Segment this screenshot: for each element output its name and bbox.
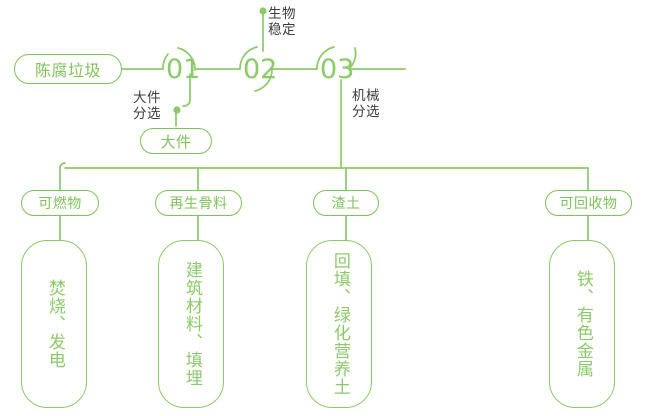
stage-number-02: 02 [243,54,278,85]
arc-stage2-bottom [254,68,273,92]
node-destination-combustible[interactable]: 焚烧、发电 [21,240,87,408]
destination-label-combustible: 焚烧、发电 [44,279,65,369]
stage-note-biological-stabilization: 生物 稳定 [268,6,296,39]
arc-stage1-left [162,53,169,70]
node-category-slag-soil[interactable]: 渣土 [313,190,379,216]
arc-stage3-left [316,46,335,70]
stage-note-bulky-sorting: 大件 分选 [133,90,161,123]
node-destination-slag-soil[interactable]: 回填、绿化营养土 [306,240,372,408]
stage-note-mechanical-sorting: 机械 分选 [352,88,380,121]
arc-stage2-left [239,46,258,70]
node-destination-recyclables[interactable]: 铁、有色金属 [549,240,615,408]
wire-stage1-to-bulky [182,73,191,107]
stage-number-01: 01 [166,54,201,85]
node-category-combustible[interactable]: 可燃物 [21,190,99,216]
node-bulky-output[interactable]: 大件 [140,128,212,154]
dot-bulky-branch [173,106,181,114]
node-category-recycled-aggregate[interactable]: 再生骨料 [155,190,242,216]
arc-stage3-top [348,47,357,70]
stage-number-03: 03 [320,54,355,85]
bus-corner-left [59,162,66,169]
node-category-recyclables[interactable]: 可回收物 [545,190,632,216]
dot-biological-riser [259,7,267,15]
node-source-waste[interactable]: 陈腐垃圾 [14,54,122,84]
arc-stage1-top [177,47,196,71]
destination-label-recycled-aggregate: 建筑材料、填埋 [181,261,202,387]
node-destination-recycled-aggregate[interactable]: 建筑材料、填埋 [158,240,224,408]
destination-label-slag-soil: 回填、绿化营养土 [329,252,350,396]
destination-label-recyclables: 铁、有色金属 [572,270,593,378]
